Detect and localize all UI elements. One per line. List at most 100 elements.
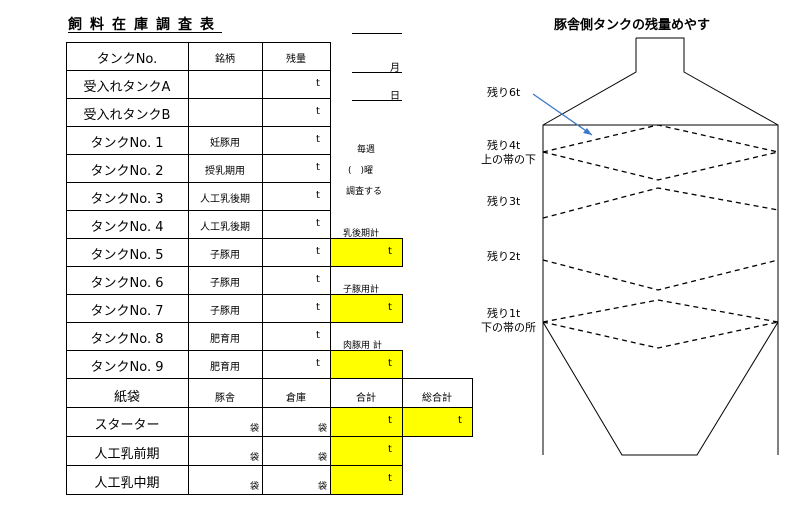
tank-brand: 授乳期用 — [205, 166, 245, 177]
tank-brand: 子豚用 — [210, 250, 240, 261]
bag-barn-unit: 袋 — [250, 482, 260, 492]
tank-row-brand[interactable] — [188, 70, 263, 99]
tank-row-remaining[interactable] — [262, 126, 331, 155]
tank-unit: t — [316, 330, 320, 341]
bag-row-barn[interactable] — [188, 465, 263, 495]
pointer-arrow — [532, 93, 593, 136]
label-6t: 残り6t — [487, 86, 521, 99]
tank-row-remaining[interactable] — [262, 238, 331, 267]
tank-row-remaining[interactable] — [262, 70, 331, 99]
tank-row-remaining[interactable] — [262, 154, 331, 183]
grand-total-unit: t — [458, 415, 462, 426]
tank-unit: t — [316, 302, 320, 313]
silo-right-outline — [636, 37, 779, 455]
label-1t: 残り1t — [487, 307, 521, 320]
bag-name: 人工乳前期 — [94, 447, 160, 462]
tank-unit: t — [316, 78, 320, 89]
bags-header-warehouse-label: 倉庫 — [286, 393, 306, 404]
bag-total-unit: t — [388, 444, 392, 455]
subtotal-value[interactable] — [330, 350, 403, 379]
label-1t-sub: 下の帯の所 — [481, 321, 536, 334]
bag-total-unit: t — [388, 473, 392, 484]
bag-row-barn[interactable] — [188, 436, 263, 466]
bag-row-warehouse[interactable] — [262, 407, 331, 437]
tank-name: タンクNo. 4 — [90, 220, 164, 235]
tank-name: タンクNo. 3 — [90, 192, 164, 207]
tank-name: タンクNo. 7 — [90, 304, 164, 319]
bag-warehouse-unit: 袋 — [318, 482, 328, 492]
tank-row-name — [66, 266, 189, 295]
tank-unit: t — [316, 274, 320, 285]
tank-brand: 人工乳後期 — [200, 194, 250, 205]
bags-header-total-label: 合計 — [356, 393, 376, 404]
weekly-note-line2: ( )曜 — [348, 166, 374, 176]
grand-total-value[interactable] — [402, 407, 473, 437]
bag-total-unit: t — [388, 415, 392, 426]
bag-row-name — [66, 465, 189, 495]
tank-row-name — [66, 350, 189, 379]
tank-row-remaining[interactable] — [262, 294, 331, 323]
level-4t-line — [542, 151, 779, 181]
tank-brand: 人工乳後期 — [200, 222, 250, 233]
tank-row-remaining[interactable] — [262, 182, 331, 211]
tank-brand: 子豚用 — [210, 278, 240, 289]
month-label: 月 — [390, 63, 400, 74]
tank-row-remaining[interactable] — [262, 210, 331, 239]
bag-row-name — [66, 436, 189, 466]
bag-row-total[interactable] — [330, 436, 403, 466]
tank-brand: 肥育用 — [210, 334, 240, 345]
bag-name: スターター — [94, 418, 160, 433]
tank-row-brand[interactable] — [188, 294, 263, 323]
date-line-top — [352, 33, 402, 34]
bag-warehouse-unit: 袋 — [318, 453, 328, 463]
subtotal-value[interactable] — [330, 294, 403, 323]
weekly-note-line3: 調査する — [346, 187, 383, 197]
tank-name: タンクNo. 6 — [90, 276, 164, 291]
bag-warehouse-unit: 袋 — [318, 424, 328, 434]
bags-header-item-label: 紙袋 — [113, 390, 140, 405]
subtotal-label: 肉豚用 計 — [343, 341, 382, 351]
tank-name: タンクNo. 5 — [90, 248, 164, 263]
tank-row-brand[interactable] — [188, 98, 263, 127]
tank-unit: t — [316, 218, 320, 229]
bag-row-total[interactable] — [330, 407, 403, 437]
weekly-note-line1: 毎週 — [357, 145, 376, 155]
tank-name: 受入れタンクB — [83, 108, 171, 123]
silo-outline — [542, 37, 779, 456]
subtotal-label: 子豚用計 — [343, 285, 380, 295]
tank-unit: t — [316, 190, 320, 201]
day-field[interactable] — [352, 84, 402, 101]
subtotal-unit: t — [388, 246, 392, 257]
silo-title: 豚舎側タンクの残量めやす — [554, 18, 711, 33]
subtotal-label: 乳後期計 — [343, 229, 380, 239]
tank-row-remaining[interactable] — [262, 322, 331, 351]
subtotal-unit: t — [388, 302, 392, 313]
tank-row-name — [66, 210, 189, 239]
tank-unit: t — [316, 246, 320, 257]
tank-row-remaining[interactable] — [262, 350, 331, 379]
bags-header-barn-label: 豚舎 — [215, 393, 235, 404]
bags-header-warehouse — [262, 378, 331, 408]
month-field[interactable] — [352, 56, 402, 73]
tank-row-brand[interactable] — [188, 210, 263, 239]
level-1t-upper-line — [542, 299, 779, 323]
bag-barn-unit: 袋 — [250, 453, 260, 463]
tank-row-brand[interactable] — [188, 266, 263, 295]
header-brand-label: 銘柄 — [215, 54, 235, 65]
tank-unit: t — [316, 106, 320, 117]
tank-row-remaining[interactable] — [262, 266, 331, 295]
label-4t: 残り4t — [487, 139, 521, 152]
label-4t-sub: 上の帯の下 — [481, 153, 536, 166]
subtotal-value[interactable] — [330, 238, 403, 267]
day-label: 日 — [390, 91, 400, 102]
tank-row-brand[interactable] — [188, 238, 263, 267]
level-6t-line — [542, 124, 779, 153]
tank-row-remaining[interactable] — [262, 98, 331, 127]
bag-barn-unit: 袋 — [250, 424, 260, 434]
tank-brand: 肥育用 — [210, 362, 240, 373]
tank-row-name — [66, 182, 189, 211]
tank-unit: t — [316, 358, 320, 369]
bag-row-total[interactable] — [330, 465, 403, 495]
tank-name: タンクNo. 8 — [90, 332, 164, 347]
